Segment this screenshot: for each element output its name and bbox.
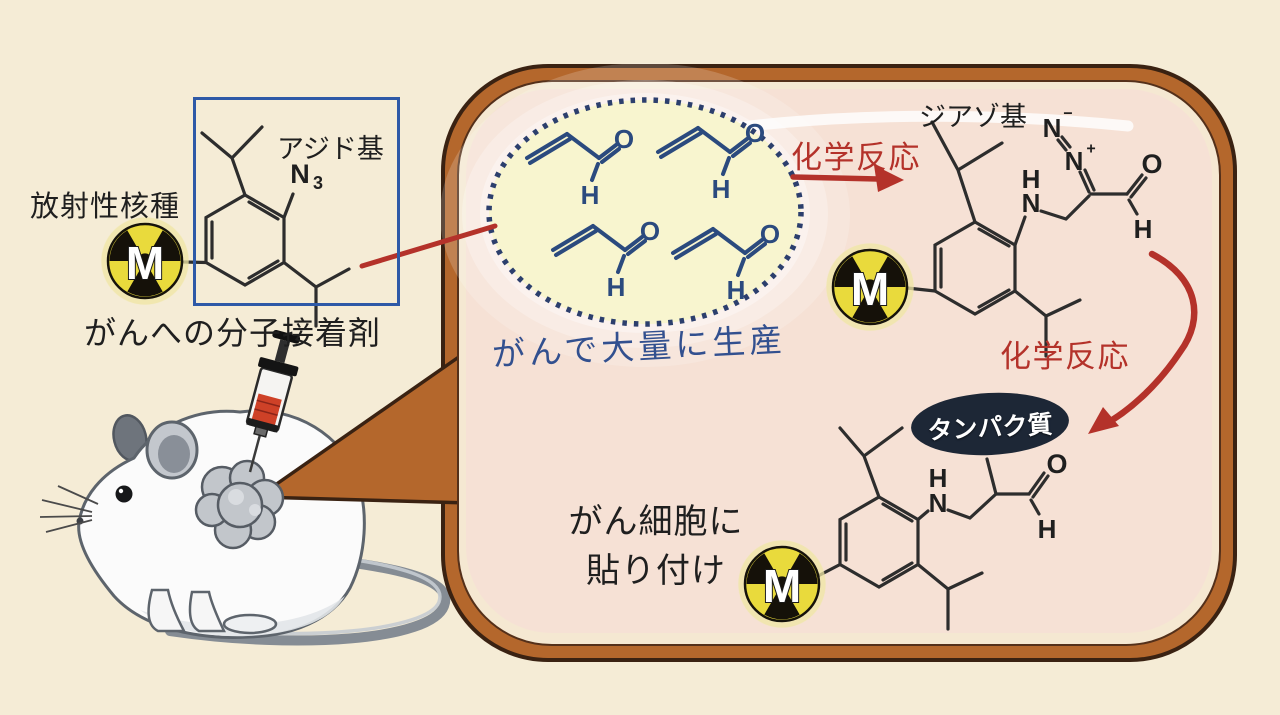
radionuclide-icon-1: M [101,217,189,305]
syringe [245,329,301,473]
azide-n-label: N [290,159,310,189]
mouse-hind-foot [222,613,278,635]
red-connector-line [359,223,498,269]
syringe-graduation [254,408,278,416]
radiation-trefoil [109,230,181,297]
acrolein-1: O H [525,124,634,210]
minus-sign: − [1063,106,1072,123]
syringe-plunger-flange [272,329,301,344]
nh-n-label: N [929,488,948,518]
oxygen-label: O [760,219,780,249]
chemical-reaction-label-2: 化学反応 [1000,339,1130,374]
syringe-graduation [256,399,281,408]
attach-caption-line2: 貼り付け [586,552,726,591]
metal-m-label: M [851,263,889,315]
reaction-arrow-2 [1088,250,1198,434]
carbonyl-h-label: H [1038,514,1057,544]
azide-group-label: アジド基 [277,134,384,164]
syringe-needle [248,433,262,473]
nh-n-label: N [1022,188,1041,218]
acrolein-molecules: O H O H O H O H [525,118,780,305]
syringe-bottom-band [246,417,279,433]
radionuclide-label: 放射性核種 [30,191,181,223]
carbonyl-o-label: O [1141,149,1162,179]
syringe-top-band [258,357,299,377]
mouse-eye-glint [118,488,124,494]
radiation-trefoil [834,256,906,323]
mouse-tail [165,551,451,646]
plus-sign: + [1086,141,1095,158]
chemical-reaction-label-1: 化学反応 [791,140,921,175]
syringe-plunger-rod [274,339,291,364]
azide-sub3-label: 3 [313,173,323,193]
protein-adduct-molecule: H N O H [814,426,1068,631]
acrolein-3: O H [551,216,660,302]
carbonyl-o-label: O [1046,449,1067,479]
metal-m-label: M [126,237,164,289]
oxygen-label: O [745,118,765,148]
diazo-group-label: ジアゾ基 [919,102,1027,132]
mouse-ear-inner [158,435,190,473]
mouse-eye [115,485,133,503]
vesicle-ellipse [486,97,804,327]
attach-caption-line1: がん細胞に [568,503,744,541]
diazo-n-plus-label: N [1065,146,1084,176]
hydrogen-label: H [607,272,626,302]
diazo-molecule: H N N + N − O H [905,106,1163,358]
mouse-front-leg-2 [188,590,226,633]
reaction-arrow-1 [790,165,904,192]
hydrogen-label: H [727,275,746,305]
molecular-adhesive-caption: がんへの分子接着剤 [84,315,382,351]
syringe-liquid [251,393,282,427]
attach-to-cancer-caption: がん細胞に 貼り付け [556,498,756,597]
tumor [194,459,285,550]
oxygen-label: O [614,124,634,154]
mouse-front-leg-1 [147,588,187,633]
oxygen-label: O [640,216,660,246]
radionuclide-icon-3: M [738,540,826,628]
radionuclide-icon-2: M [826,243,914,331]
metal-m-label: M [763,560,801,612]
acrolein-2: O H [656,118,765,204]
protein-bubble [911,392,1069,456]
acrolein-4: O H [671,219,780,305]
mouse-whiskers [39,485,99,533]
hydrogen-label: H [581,180,600,210]
carbonyl-h-label: H [1134,214,1153,244]
nh-h-label: H [929,463,948,493]
nh-h-label: H [1022,164,1041,194]
azide-structure-box [193,97,400,306]
mouse-belly-shade [140,596,345,637]
hydrogen-label: H [712,174,731,204]
diazo-n-minus-label: N [1043,113,1062,143]
radiation-trefoil [746,553,818,620]
